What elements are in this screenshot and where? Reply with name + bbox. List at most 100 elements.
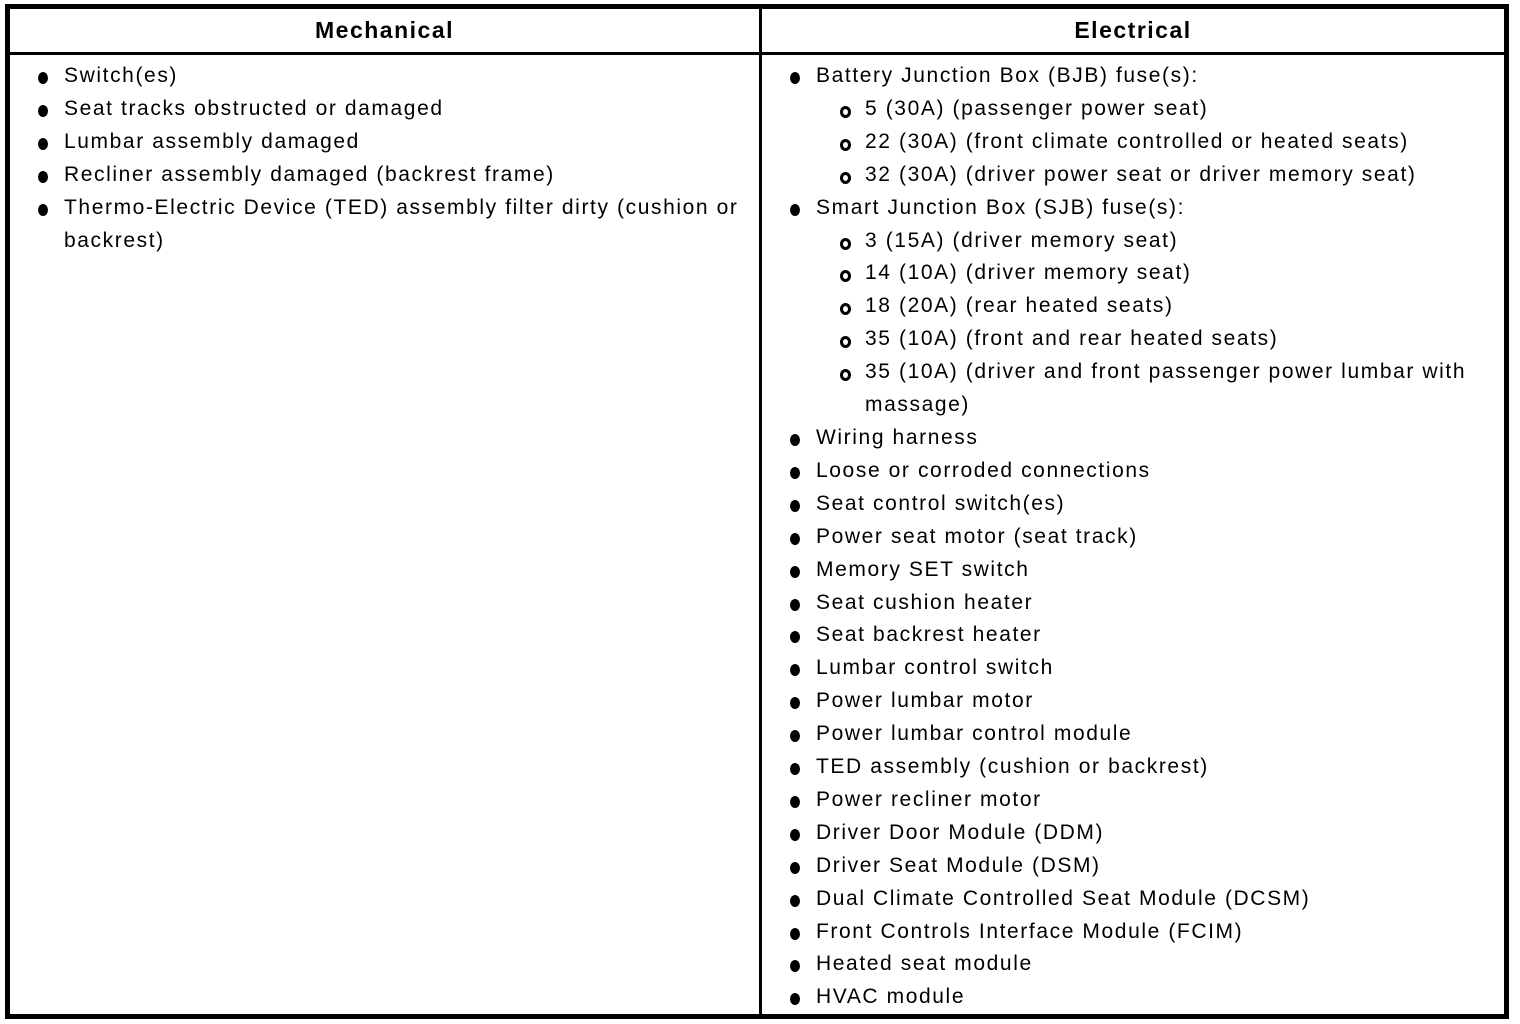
list-item-text: Driver Seat Module (DSM) xyxy=(816,853,1101,877)
bullet-icon xyxy=(790,619,816,644)
bullet-icon xyxy=(790,455,816,479)
list-item: Lumbar control switch xyxy=(762,652,1504,685)
column-header-electrical: Electrical xyxy=(1074,17,1192,43)
circle-icon xyxy=(840,93,865,118)
bullet-icon xyxy=(790,652,816,677)
mechanical-causes-list: Switch(es) Seat tracks obstructed or dama… xyxy=(10,55,762,1014)
circle-icon xyxy=(840,323,865,349)
list-subitem: 5 (30A) (passenger power seat) xyxy=(762,93,1504,126)
list-item-text: 14 (10A) (driver memory seat) xyxy=(865,261,1192,285)
list-item: Battery Junction Box (BJB) fuse(s): xyxy=(762,60,1504,93)
list-item: Smart Junction Box (SJB) fuse(s): xyxy=(762,192,1504,225)
list-item: Seat control switch(es) xyxy=(762,488,1504,521)
list-item: Thermo-Electric Device (TED) assembly fi… xyxy=(10,192,759,258)
list-item-text: HVAC module xyxy=(816,985,966,1009)
list-item-text: 18 (20A) (rear heated seats) xyxy=(865,294,1174,318)
list-item: HVAC module xyxy=(762,981,1504,1014)
bullet-icon xyxy=(790,192,816,216)
list-item-text: Seat control switch(es) xyxy=(816,491,1066,515)
list-subitem: 18 (20A) (rear heated seats) xyxy=(762,290,1504,323)
list-item: Power lumbar motor xyxy=(762,685,1504,718)
list-item-text: Battery Junction Box (BJB) fuse(s): xyxy=(816,64,1199,87)
list-item-text: Thermo-Electric Device (TED) assembly fi… xyxy=(64,195,739,252)
list-item: Seat tracks obstructed or damaged xyxy=(10,93,759,126)
circle-icon xyxy=(840,257,865,283)
list-subitem: 3 (15A) (driver memory seat) xyxy=(762,225,1504,258)
list-item-text: Lumbar control switch xyxy=(816,656,1054,680)
list-item-text: Seat tracks obstructed or damaged xyxy=(64,96,444,120)
list-subitem: 32 (30A) (driver power seat or driver me… xyxy=(762,159,1504,192)
bullet-icon xyxy=(790,718,816,743)
list-item-text: Smart Junction Box (SJB) fuse(s): xyxy=(816,195,1186,219)
list-item: Wiring harness xyxy=(762,422,1504,455)
circle-icon xyxy=(840,126,865,151)
bullet-icon xyxy=(790,948,816,973)
bullet-icon xyxy=(790,521,816,545)
list-item-text: Wiring harness xyxy=(816,425,979,449)
list-item-text: 3 (15A) (driver memory seat) xyxy=(865,228,1179,252)
list-item: Memory SET switch xyxy=(762,554,1504,587)
list-subitem: 35 (10A) (driver and front passenger pow… xyxy=(762,356,1504,422)
list-item-text: TED assembly (cushion or backrest) xyxy=(816,755,1209,779)
list-item-text: Seat cushion heater xyxy=(816,590,1034,614)
causes-table: Mechanical Electrical Switch(es) Seat tra… xyxy=(5,4,1509,1019)
list-item-text: Driver Door Module (DDM) xyxy=(816,820,1105,844)
list-item: Power lumbar control module xyxy=(762,718,1504,751)
list-item-text: 22 (30A) (front climate controlled or he… xyxy=(865,129,1409,153)
bullet-icon xyxy=(790,488,816,512)
list-item: TED assembly (cushion or backrest) xyxy=(762,751,1504,784)
table-header-row: Mechanical Electrical xyxy=(10,9,1504,55)
electrical-causes-list: Battery Junction Box (BJB) fuse(s): 5 (30… xyxy=(762,55,1504,1014)
list-item: Driver Door Module (DDM) xyxy=(762,817,1504,850)
bullet-icon xyxy=(790,916,816,940)
bullet-icon xyxy=(790,587,816,611)
list-item: Power recliner motor xyxy=(762,784,1504,817)
bullet-icon xyxy=(790,60,816,84)
list-item-text: Dual Climate Controlled Seat Module (DCS… xyxy=(816,886,1311,910)
list-item: Recliner assembly damaged (backrest fram… xyxy=(10,159,759,192)
list-item-text: 35 (10A) (driver and front passenger pow… xyxy=(865,360,1467,417)
list-item-text: Lumbar assembly damaged xyxy=(64,129,360,153)
list-item-text: 32 (30A) (driver power seat or driver me… xyxy=(865,162,1417,186)
list-item-text: Heated seat module xyxy=(816,952,1033,976)
circle-icon xyxy=(840,290,865,316)
bullet-icon xyxy=(790,422,816,446)
list-item-text: Front Controls Interface Module (FCIM) xyxy=(816,919,1244,943)
list-item-text: Seat backrest heater xyxy=(816,623,1042,647)
bullet-icon xyxy=(790,751,816,776)
list-item: Front Controls Interface Module (FCIM) xyxy=(762,916,1504,949)
bullet-icon xyxy=(38,60,64,84)
bullet-icon xyxy=(38,126,64,150)
bullet-icon xyxy=(790,883,816,907)
bullet-icon xyxy=(790,685,816,710)
list-item-text: 5 (30A) (passenger power seat) xyxy=(865,96,1209,120)
table-body-row: Switch(es) Seat tracks obstructed or dama… xyxy=(10,55,1504,1014)
list-item-text: Loose or corroded connections xyxy=(816,458,1151,482)
list-item: Driver Seat Module (DSM) xyxy=(762,850,1504,883)
list-item-text: 35 (10A) (front and rear heated seats) xyxy=(865,327,1279,351)
list-item: Lumbar assembly damaged xyxy=(10,126,759,159)
bullet-icon xyxy=(790,981,816,1006)
list-item-text: Switch(es) xyxy=(64,64,179,87)
bullet-icon xyxy=(790,850,816,874)
list-item-text: Power seat motor (seat track) xyxy=(816,524,1138,548)
list-item: Switch(es) xyxy=(10,60,759,93)
list-item: Loose or corroded connections xyxy=(762,455,1504,488)
column-header-mechanical: Mechanical xyxy=(10,9,762,52)
bullet-icon xyxy=(790,784,816,808)
bullet-icon xyxy=(38,192,64,216)
list-subitem: 14 (10A) (driver memory seat) xyxy=(762,257,1504,290)
list-subitem: 22 (30A) (front climate controlled or he… xyxy=(762,126,1504,159)
bullet-icon xyxy=(790,817,816,841)
bullet-icon xyxy=(38,159,64,183)
list-subitem: 35 (10A) (front and rear heated seats) xyxy=(762,323,1504,356)
list-item: Dual Climate Controlled Seat Module (DCS… xyxy=(762,883,1504,916)
list-item: Seat backrest heater xyxy=(762,619,1504,652)
circle-icon xyxy=(840,225,865,250)
list-item-text: Power recliner motor xyxy=(816,787,1042,811)
bullet-icon xyxy=(790,554,816,578)
list-item-text: Recliner assembly damaged (backrest fram… xyxy=(64,162,555,186)
list-item: Power seat motor (seat track) xyxy=(762,521,1504,554)
circle-icon xyxy=(840,159,865,184)
list-item: Seat cushion heater xyxy=(762,587,1504,620)
